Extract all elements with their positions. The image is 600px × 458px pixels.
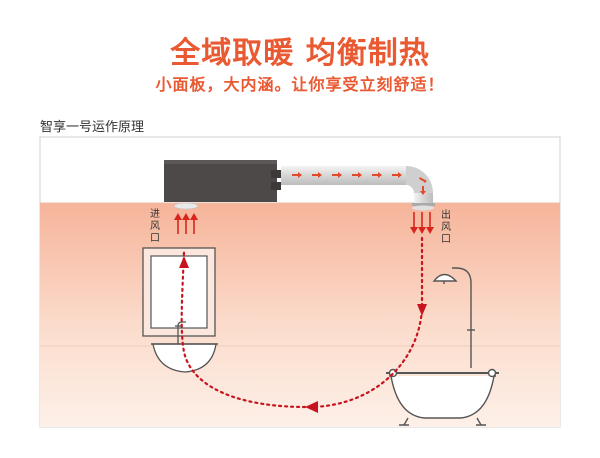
section-label: 智享一号运作原理 [40,120,145,135]
outlet-arrows [410,212,434,234]
mirror-icon [142,247,216,337]
heater-unit-icon [164,160,281,210]
shower-icon [432,267,475,368]
air-duct-icon [281,166,435,211]
bathtub-icon [386,368,499,426]
duct-flow-arrows [292,172,427,195]
intake-label: 进风口 [150,209,160,244]
circulation-loop [180,236,424,409]
faucet-icon [175,321,186,344]
washbasin-icon [151,343,218,373]
intake-arrows [174,213,198,234]
loop-arrowheads [179,256,427,413]
outlet-label: 出风口 [441,210,451,245]
page-title: 全域取暖 均衡制热 [170,36,430,71]
page-subtitle: 小面板，大内涵。让你享受立刻舒适！ [155,75,445,94]
